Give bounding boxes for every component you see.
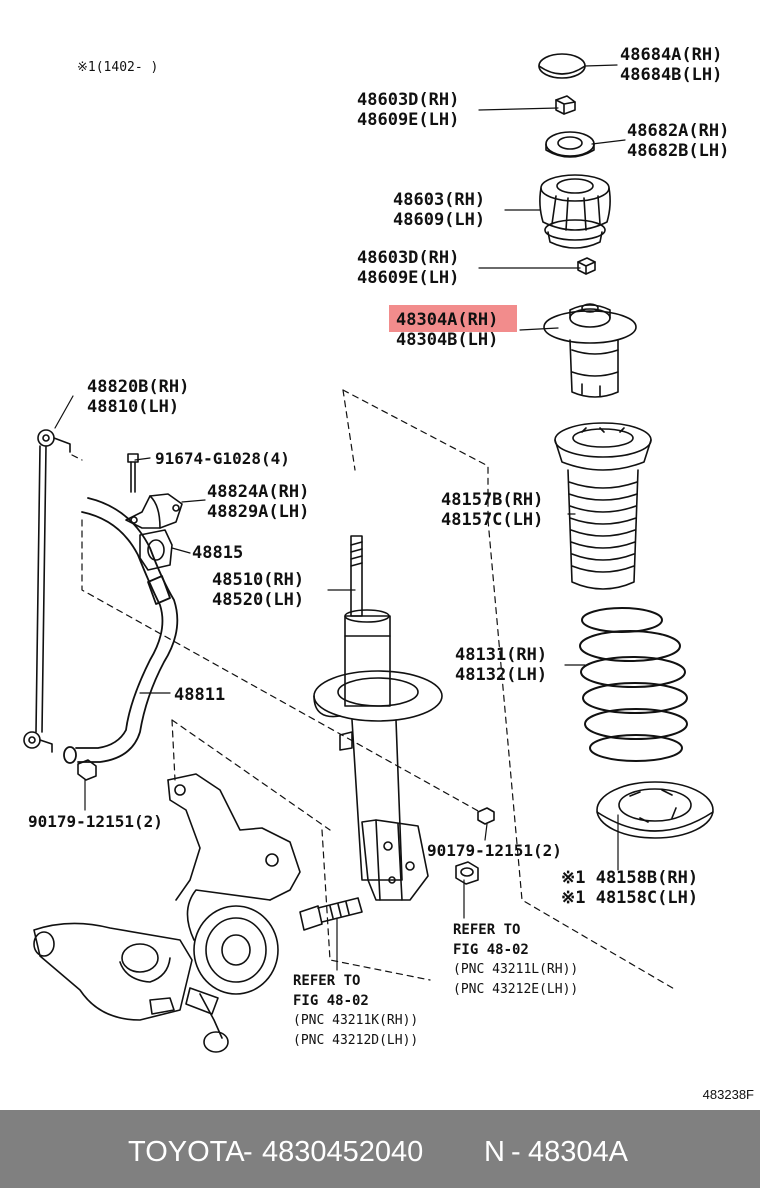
support-48603 (539, 174, 611, 249)
diagram-id: 483238F (702, 1087, 754, 1102)
label-90179-left[interactable]: 90179-12151(2) (28, 812, 163, 831)
bolt-strut (299, 897, 363, 931)
footer-separator: - (243, 1136, 253, 1168)
label-48682[interactable]: 48682A(RH)48682B(LH) (627, 121, 730, 161)
label-48131[interactable]: 48131(RH)48132(LH) (455, 645, 548, 685)
coil-spring-48131 (579, 607, 688, 762)
label-48603d-top[interactable]: 48603D(RH)48609E(LH) (357, 90, 460, 130)
nut-48603d-top (555, 95, 576, 115)
cap-48684 (538, 53, 586, 79)
label-91674[interactable]: 91674-G1028(4) (155, 449, 290, 468)
bearing-48682 (545, 131, 595, 158)
footer-part-number: 4830452040 (262, 1136, 424, 1168)
stabilizer-bar-48811 (63, 497, 179, 764)
label-48510[interactable]: 48510(RH)48520(LH) (212, 570, 305, 610)
label-48684[interactable]: 48684A(RH)48684B(LH) (620, 45, 723, 85)
stabilizer-link-48820 (23, 429, 71, 753)
parts-diagram: ※1(1402- ) 48684A(RH)48684B(LH) 48603D(R… (23, 45, 754, 1102)
label-48603[interactable]: 48603(RH)48609(LH) (393, 190, 486, 230)
label-90179-right[interactable]: 90179-12151(2) (427, 841, 562, 860)
footer-bar: TOYOTA - 4830452040 N - 48304A (0, 1110, 760, 1188)
bracket-48824 (125, 493, 183, 529)
label-48304a-highlighted: 48304A(RH) (396, 310, 499, 330)
label-48304[interactable]: 48304A(RH)48304B(LH) (396, 310, 499, 350)
bolt-91674 (127, 453, 139, 493)
insulator-48304 (543, 303, 637, 398)
label-48820[interactable]: 48820B(RH)48810(LH) (87, 377, 190, 417)
label-48603d-mid[interactable]: 48603D(RH)48609E(LH) (357, 248, 460, 288)
shock-absorber-48510 (313, 535, 443, 901)
label-48158[interactable]: ※1 48158B(RH)※1 48158C(LH) (561, 868, 699, 908)
nut-flange (455, 861, 479, 885)
footer-ref-code: 48304A (528, 1136, 628, 1168)
lower-control-arm (33, 922, 193, 1021)
group-outline-strut (71, 389, 677, 991)
steering-knuckle (167, 773, 301, 1053)
label-48157[interactable]: 48157B(RH)48157C(LH) (441, 490, 544, 530)
nut-90179-left (77, 759, 97, 781)
boot-48157 (554, 422, 652, 590)
label-48811[interactable]: 48811 (174, 685, 226, 705)
leader-lines (54, 64, 626, 971)
footer-separator: - (511, 1136, 521, 1168)
nut-48603d-mid (577, 257, 596, 275)
lower-insulator-48158 (596, 781, 714, 839)
diagram-drawing (23, 53, 714, 1053)
footer-brand: TOYOTA (128, 1136, 245, 1168)
label-48824[interactable]: 48824A(RH)48829A(LH) (207, 482, 310, 522)
label-48815[interactable]: 48815 (192, 543, 244, 563)
footer-prefix: N (484, 1136, 505, 1168)
highlight-48304a (389, 305, 517, 332)
nut-90179-right (477, 807, 495, 825)
production-note: ※1(1402- ) (77, 60, 159, 75)
